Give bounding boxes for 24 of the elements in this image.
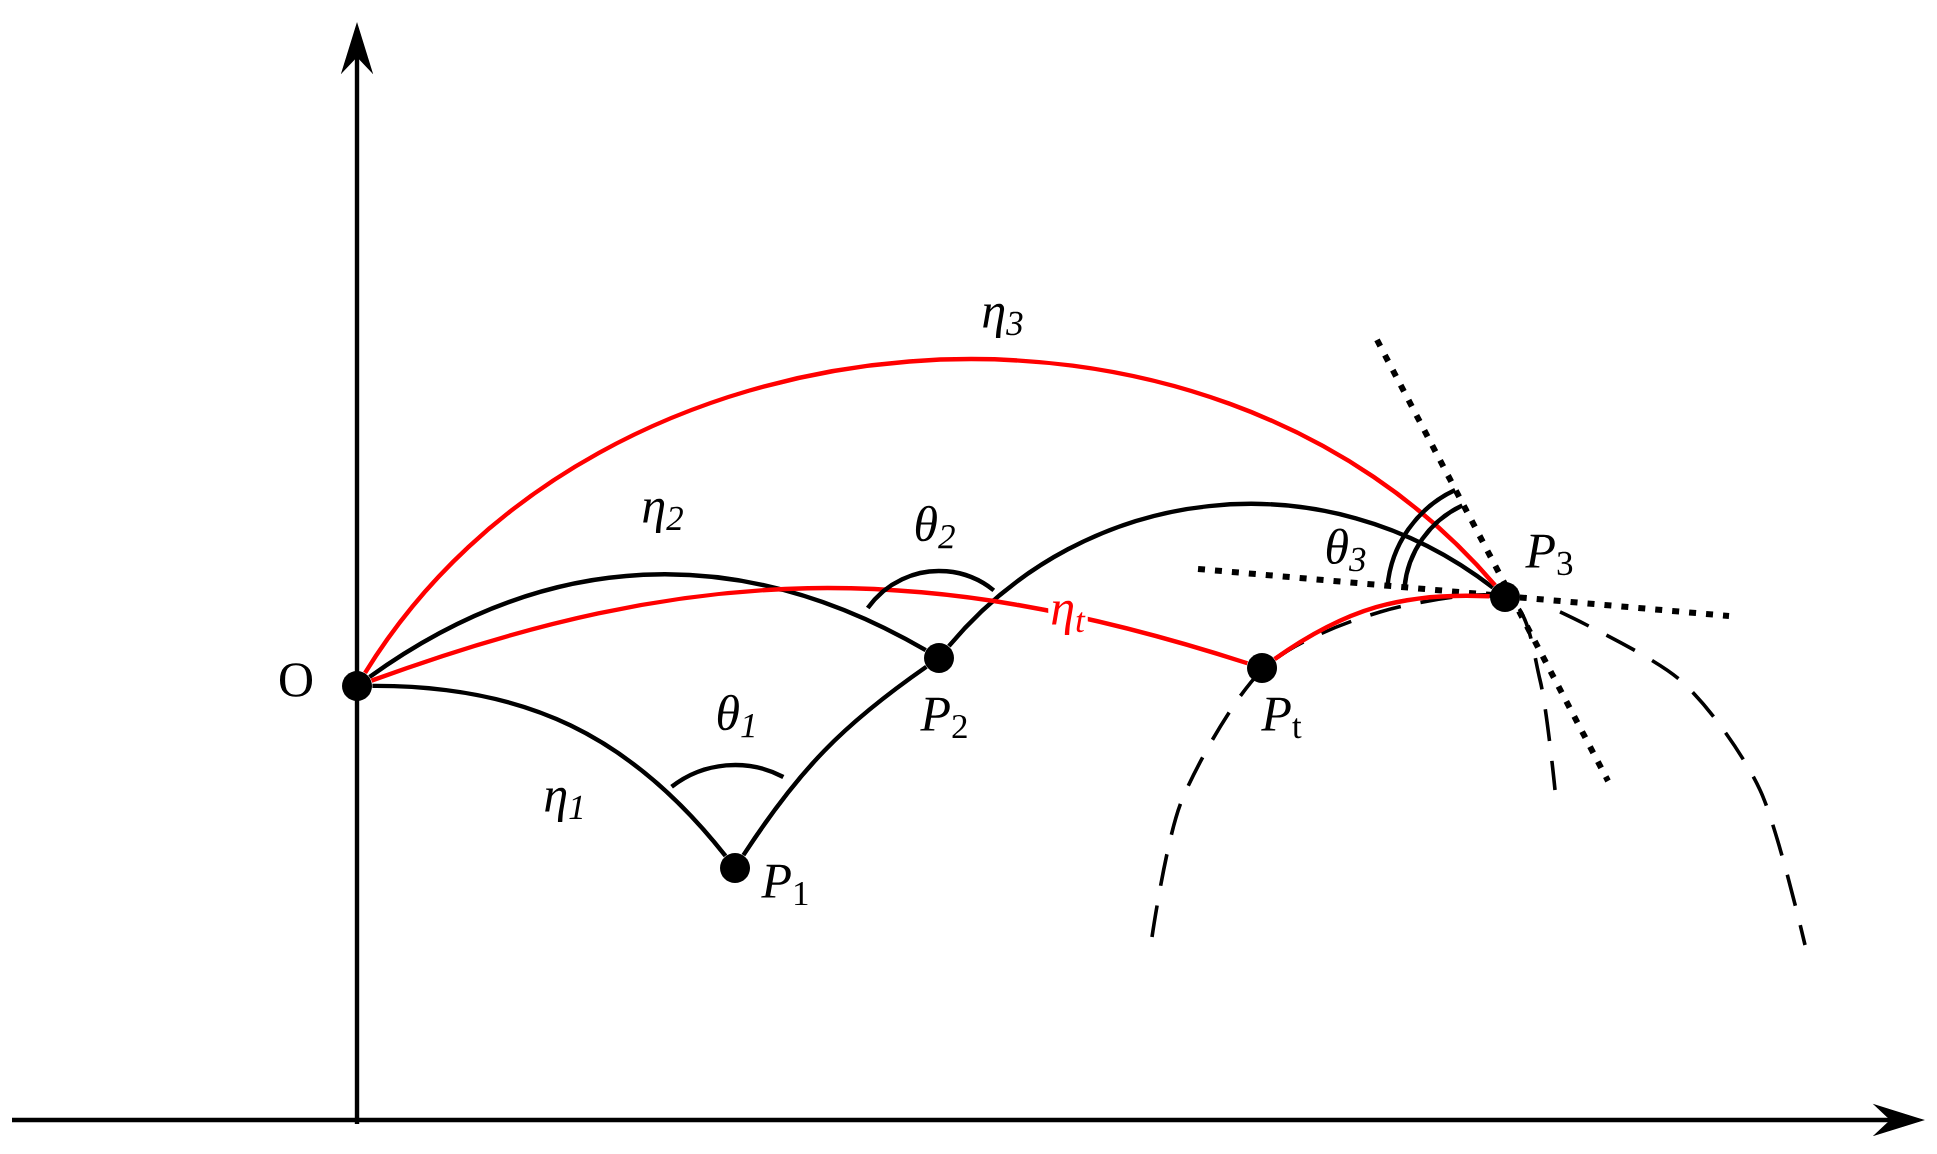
point <box>720 853 750 883</box>
point-label: P$_{1}$ <box>761 864 808 906</box>
arc <box>741 665 928 857</box>
arc <box>1273 593 1490 661</box>
point <box>924 643 954 673</box>
point-label: O <box>280 663 312 697</box>
edge-label: η$_{2}$ <box>639 496 687 536</box>
edge-label: η$_{t}$ <box>1048 598 1088 638</box>
arc <box>372 683 728 858</box>
angle-label: θ$_{3}$ <box>1326 528 1366 572</box>
arc <box>368 572 927 679</box>
point-label: P$_{2}$ <box>920 697 967 739</box>
arc <box>363 358 1497 675</box>
point-label: P$_{t}$ <box>1261 697 1302 739</box>
point-label: P$_{3}$ <box>1525 534 1573 576</box>
point <box>1490 582 1520 612</box>
point <box>342 671 372 701</box>
angle-label: θ$_{1}$ <box>717 694 754 738</box>
angle-label: θ$_{2}$ <box>915 505 955 549</box>
arc <box>947 501 1495 648</box>
edge-label: η$_{1}$ <box>541 785 589 825</box>
point <box>1247 653 1277 683</box>
arc <box>370 586 1248 683</box>
edge-label: η$_{3}$ <box>979 301 1027 341</box>
